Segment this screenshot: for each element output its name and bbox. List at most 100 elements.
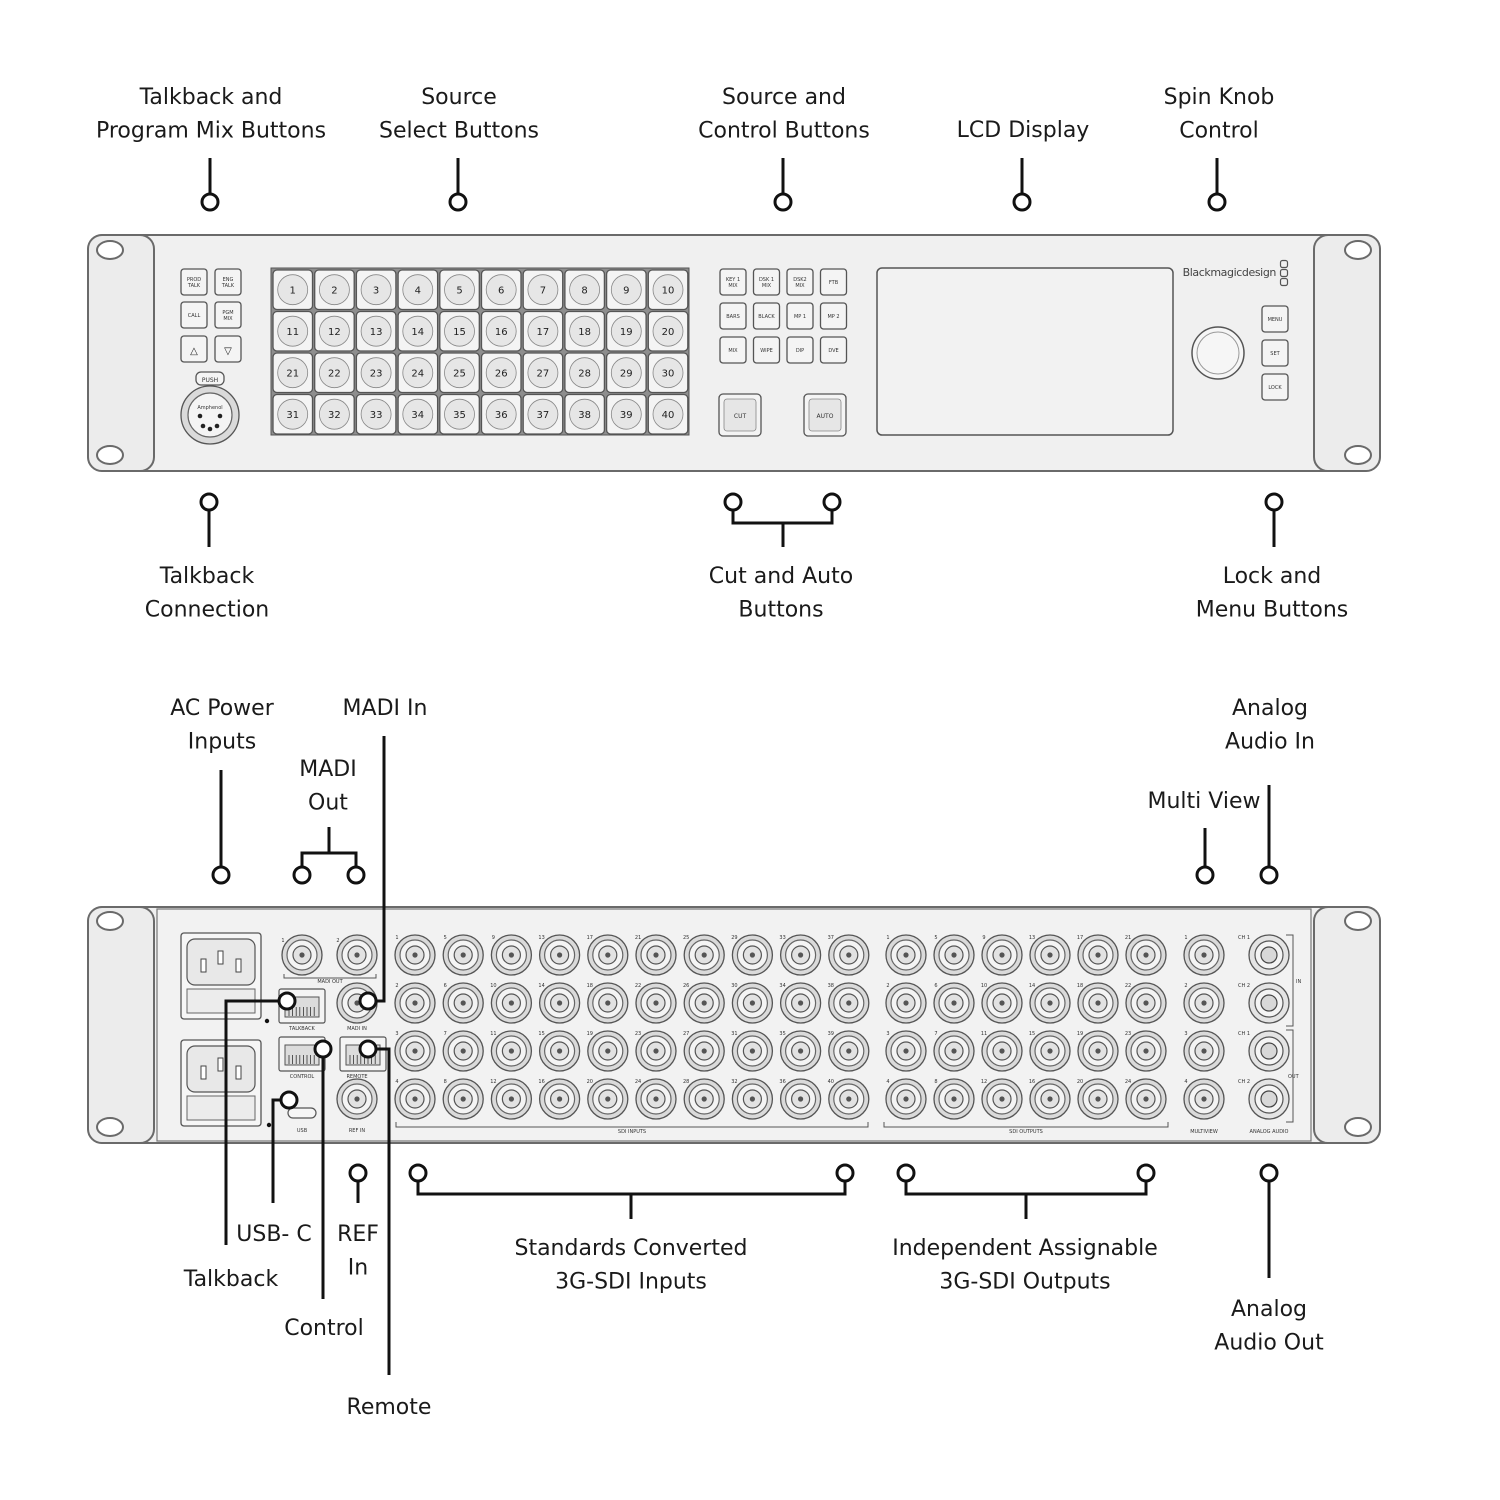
- source-button-label: 7: [540, 286, 546, 297]
- control-button-label: WIPE: [760, 348, 773, 354]
- leader-dot-cut: [723, 492, 743, 512]
- callout-multi-view-line: Multi View: [1148, 789, 1261, 814]
- audio-out-bracket: [1286, 1029, 1294, 1123]
- sdi-output-connector-pin: [1143, 1096, 1149, 1102]
- sdi-input-connector-pin: [557, 1048, 563, 1054]
- source-button-cap: [485, 315, 517, 347]
- source-button-cap: [485, 398, 517, 430]
- source-button-label: 6: [498, 286, 504, 297]
- source-button-label: 38: [578, 410, 591, 421]
- source-button-label: 13: [370, 327, 383, 338]
- sdi-input-connector-pin: [701, 1048, 707, 1054]
- callout-control-line: Control: [284, 1316, 364, 1341]
- brand-logo: Blackmagicdesign: [1183, 266, 1277, 279]
- sdi-output-number: 3: [886, 1031, 889, 1037]
- sdi-output-connector-pin: [903, 1048, 909, 1054]
- callout-ac-power-line: Inputs: [188, 730, 256, 755]
- sdi-input-number: 2: [395, 983, 398, 989]
- sdi-input-connector-pin: [605, 1048, 611, 1054]
- front-rack-ear-left: [87, 234, 155, 472]
- source-button-cap: [652, 274, 684, 306]
- side-button-set: [1261, 339, 1289, 367]
- madi-number: 2: [336, 938, 339, 944]
- source-button-cap: [569, 357, 600, 389]
- sdi-output-connector-pin: [1047, 952, 1053, 958]
- source-button-label: 26: [495, 369, 508, 380]
- control-button: [786, 268, 814, 296]
- madi-in-label: MADI IN: [347, 1026, 367, 1032]
- sdi-input-number: 25: [683, 935, 689, 941]
- source-button-cap: [444, 274, 475, 306]
- power-led: [266, 1122, 272, 1128]
- leader-dot-usb-c: [279, 1090, 299, 1110]
- control-button-label: FTB: [829, 280, 839, 286]
- source-button-label: 23: [370, 369, 383, 380]
- sdi-input-connector-pin: [798, 1048, 804, 1054]
- callout-ref-in-line: In: [348, 1256, 368, 1281]
- source-button-label: 20: [662, 327, 675, 338]
- leader-dot-multi-view: [1195, 865, 1215, 885]
- sdi-output-connector-pin: [903, 1096, 909, 1102]
- xlr-pin: [217, 413, 223, 419]
- source-button-label: 8: [581, 286, 587, 297]
- leader-dot-sdi-in-b: [835, 1163, 855, 1183]
- leader-dot-talkback: [277, 991, 297, 1011]
- rack-mount-hole: [1344, 911, 1372, 931]
- sdi-output-connector-pin: [951, 1096, 957, 1102]
- sdi-input-number: 8: [444, 1079, 447, 1085]
- sdi-outputs-bracket: [883, 1122, 1169, 1128]
- ref-in-connector-pin: [354, 1096, 360, 1102]
- callout-spin-knob-line: Spin Knob: [1164, 85, 1275, 110]
- audio-out-label: OUT: [1288, 1074, 1300, 1080]
- talkback-button-label: CALL: [188, 313, 201, 319]
- spin-knob: [1191, 326, 1245, 380]
- callout-madi-out-line: Out: [308, 791, 348, 816]
- source-button-cap: [527, 274, 559, 306]
- sdi-input-connector-pin: [557, 1096, 563, 1102]
- usb-c-port: [287, 1107, 317, 1119]
- control-button-label: BARS: [726, 314, 740, 320]
- sdi-input-connector-pin: [846, 1096, 852, 1102]
- callout-madi-in-line: MADI In: [343, 696, 428, 721]
- source-button-cap: [444, 357, 475, 389]
- talkback-button-label: PGM: [222, 310, 233, 316]
- brand-logo-mark: [1279, 277, 1289, 287]
- leader-dot-lcd-display: [1012, 192, 1032, 212]
- madi-out-label: MADI OUT: [317, 979, 343, 985]
- sdi-input-connector-pin: [798, 1000, 804, 1006]
- source-button-label: 27: [537, 369, 550, 380]
- sdi-output-connector-pin: [951, 1048, 957, 1054]
- xlr-push-tab: [195, 371, 225, 386]
- sdi-input-number: 28: [683, 1079, 689, 1085]
- rack-mount-hole: [96, 911, 124, 931]
- sdi-input-connector-pin: [460, 1096, 466, 1102]
- control-button: [752, 336, 781, 364]
- xlr-brand-label: Amphenol: [197, 405, 222, 411]
- talkback-button-label: TALK: [221, 283, 235, 289]
- source-button-cap: [527, 398, 559, 430]
- source-button-label: 21: [286, 369, 299, 380]
- callout-talkback-connection-line: Connection: [145, 598, 269, 623]
- source-button-cap: [652, 315, 684, 347]
- sdi-input-connector-pin: [605, 1096, 611, 1102]
- leader-talkback: [224, 999, 279, 1245]
- sdi-input-number: 9: [492, 935, 495, 941]
- ac-pin: [200, 1065, 207, 1080]
- leader-dot-madi-out-1: [292, 865, 312, 885]
- sdi-input-number: 23: [635, 1031, 641, 1037]
- side-button-label: MENU: [1268, 317, 1283, 323]
- rack-mount-hole: [96, 240, 124, 260]
- leader-madi-in: [375, 736, 386, 1003]
- leader-dot-auto: [822, 492, 842, 512]
- sdi-input-number: 5: [444, 935, 447, 941]
- source-button-label: 14: [411, 327, 424, 338]
- source-button-label: 36: [495, 410, 508, 421]
- source-button-label: 3: [373, 286, 379, 297]
- source-button-label: 29: [620, 369, 633, 380]
- callout-analog-audio-in-line: Analog: [1232, 696, 1308, 721]
- sdi-input-connector-pin: [653, 1048, 659, 1054]
- sdi-output-number: 15: [1029, 1031, 1035, 1037]
- control-button: [786, 336, 814, 364]
